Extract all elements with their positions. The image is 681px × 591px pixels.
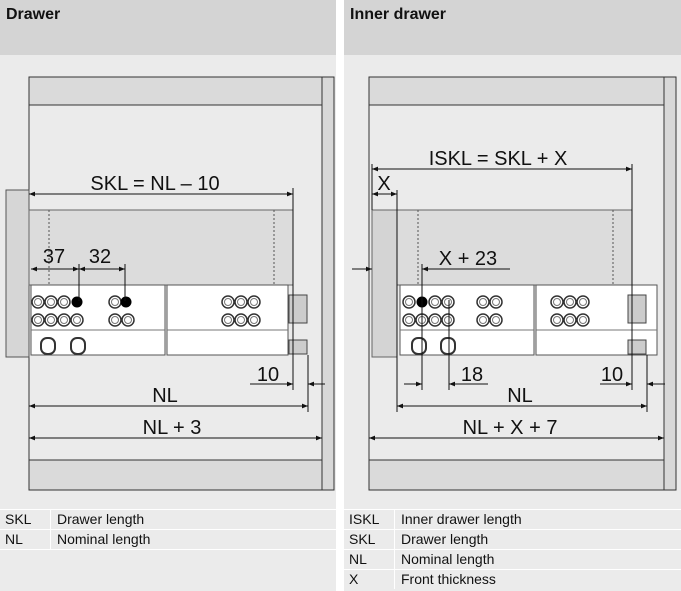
- dim-x23: X + 23: [439, 248, 497, 270]
- cabinet: [368, 76, 677, 491]
- dim-nl3: NL + 3: [143, 417, 202, 439]
- dim-nl: NL: [507, 385, 533, 407]
- dim-nl: NL: [152, 385, 178, 407]
- dim-nlx7: NL + X + 7: [463, 417, 558, 439]
- runner: [30, 284, 308, 356]
- drawer-header: Drawer: [0, 0, 336, 55]
- dim-skl: SKL = NL – 10: [90, 173, 219, 195]
- inner-drawer-title: Inner drawer: [350, 6, 447, 23]
- dim-10: 10: [601, 364, 623, 386]
- drawer-title: Drawer: [6, 6, 61, 23]
- inner-drawer-panel: Inner drawer: [344, 0, 681, 591]
- dim-iskl: ISKL = SKL + X: [429, 148, 568, 170]
- drawer-front: [5, 189, 30, 358]
- inner-drawer-diagram: ISKL = SKL + X X X + 23 18 10 NL NL + X …: [352, 76, 677, 491]
- dim-32: 32: [89, 246, 111, 268]
- cabinet: [28, 76, 335, 491]
- drawer-body: [371, 209, 633, 286]
- drawer-body: [28, 209, 294, 286]
- drawer-panel: Drawer: [0, 0, 336, 591]
- dim-10: 10: [257, 364, 279, 386]
- dim-18: 18: [461, 364, 483, 386]
- inner-front: [371, 209, 398, 358]
- dimensions: [29, 188, 325, 441]
- runner: [399, 284, 658, 356]
- inner-drawer-header: Inner drawer: [344, 0, 681, 55]
- dim-x: X: [377, 173, 390, 195]
- dimensions: [352, 164, 665, 441]
- dim-37: 37: [43, 246, 65, 268]
- drawer-diagram: SKL = NL – 10 37 32 10 NL NL + 3: [5, 76, 335, 491]
